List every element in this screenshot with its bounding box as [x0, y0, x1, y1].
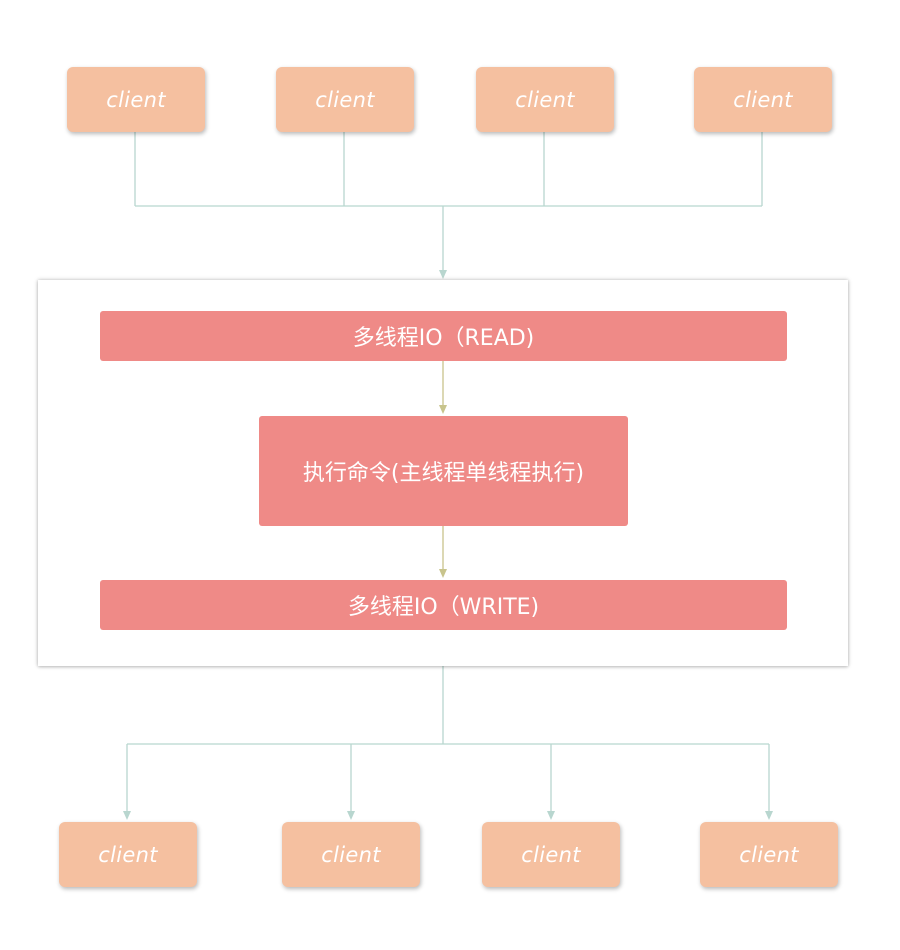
- multithread-io-read-step: 多线程IO（READ): [100, 311, 787, 361]
- arrowhead-bottom-4: [765, 811, 773, 820]
- multithread-io-write-step: 多线程IO（WRITE): [100, 580, 787, 630]
- top-client-4: client: [694, 67, 832, 132]
- bottom-client-3: client: [482, 822, 620, 887]
- top-client-2: client: [276, 67, 414, 132]
- bottom-client-4: client: [700, 822, 838, 887]
- arrowhead-into-server: [439, 270, 447, 279]
- arrowhead-bottom-2: [347, 811, 355, 820]
- arrowhead-bottom-3: [547, 811, 555, 820]
- top-client-1: client: [67, 67, 205, 132]
- bottom-client-1: client: [59, 822, 197, 887]
- bottom-client-2: client: [282, 822, 420, 887]
- execute-command-step: 执行命令(主线程单线程执行): [259, 416, 628, 526]
- top-client-3: client: [476, 67, 614, 132]
- arrowhead-bottom-1: [123, 811, 131, 820]
